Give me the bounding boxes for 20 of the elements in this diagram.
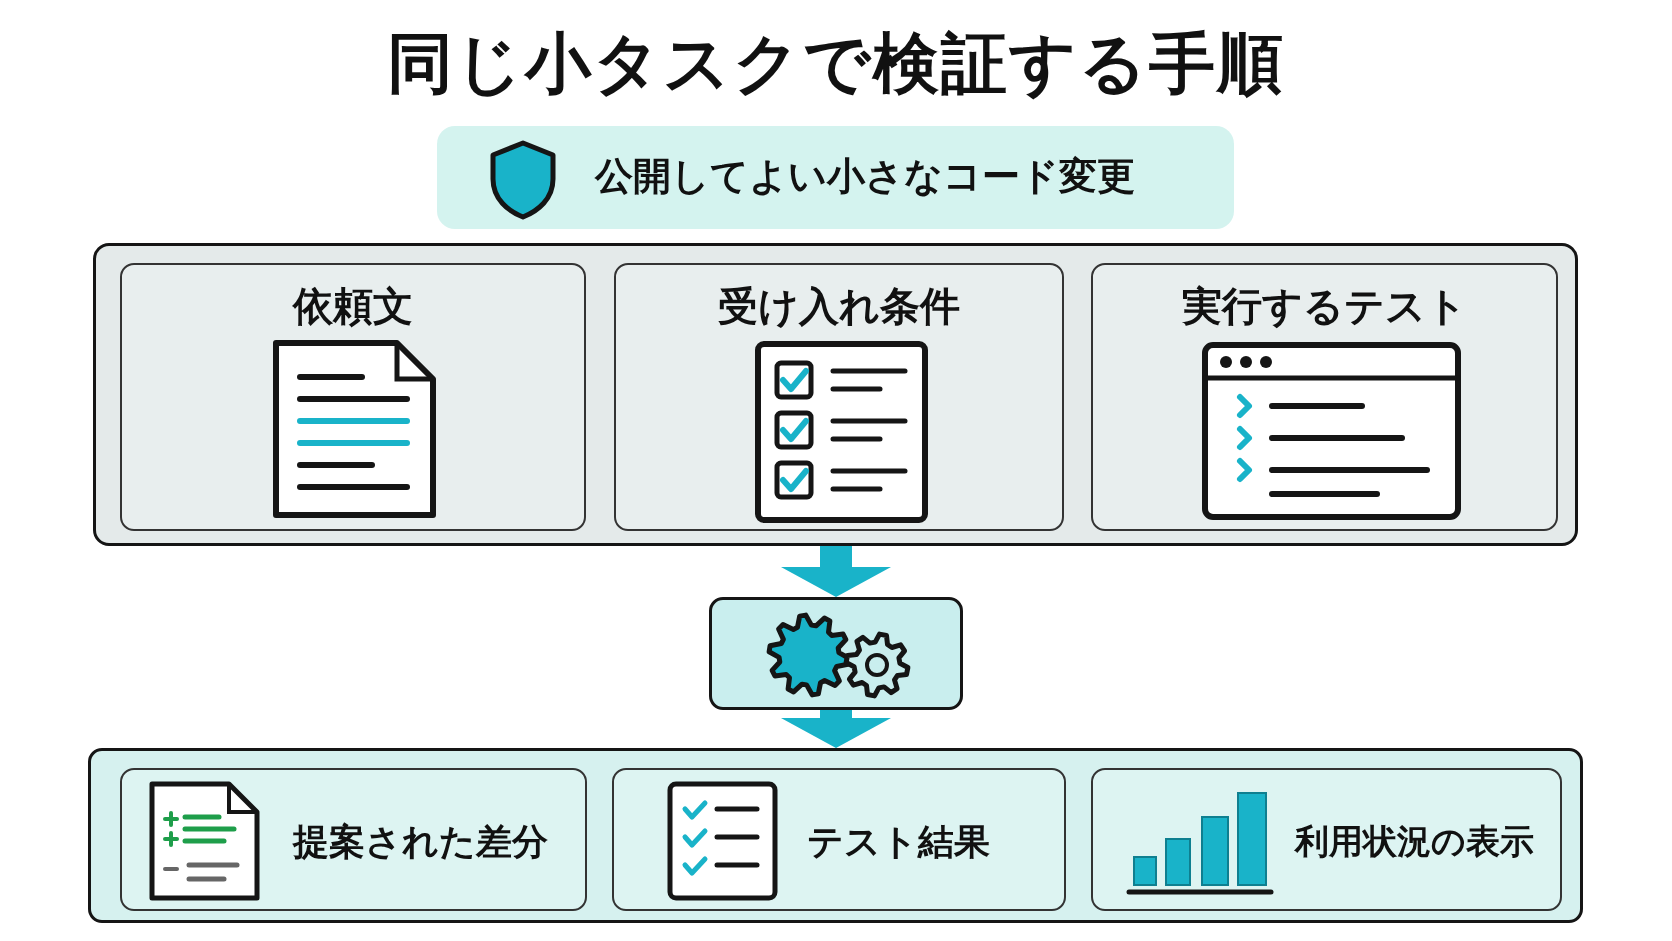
input-card	[120, 263, 586, 531]
group-panel	[93, 243, 1578, 546]
card-title: 実行するテスト	[1181, 283, 1468, 329]
banner	[437, 126, 1234, 229]
card-title: 受け入れ条件	[717, 283, 961, 329]
card-title: 提案された差分	[293, 821, 548, 863]
card-title: 利用状況の表示	[1295, 822, 1534, 862]
title: 同じ小タスクで検証する手順	[386, 28, 1286, 101]
card-title: テスト結果	[807, 821, 990, 863]
card-title: 依頼文	[291, 283, 414, 329]
output-card	[120, 768, 587, 911]
arrow	[781, 546, 891, 597]
banner-text: 公開してよい小さなコード変更	[595, 154, 1135, 199]
input-card	[614, 263, 1064, 531]
group-panel	[88, 748, 1583, 923]
process-box	[709, 597, 963, 710]
output-card	[1091, 768, 1562, 911]
output-card	[612, 768, 1066, 911]
arrow	[781, 710, 891, 748]
input-card	[1091, 263, 1558, 531]
